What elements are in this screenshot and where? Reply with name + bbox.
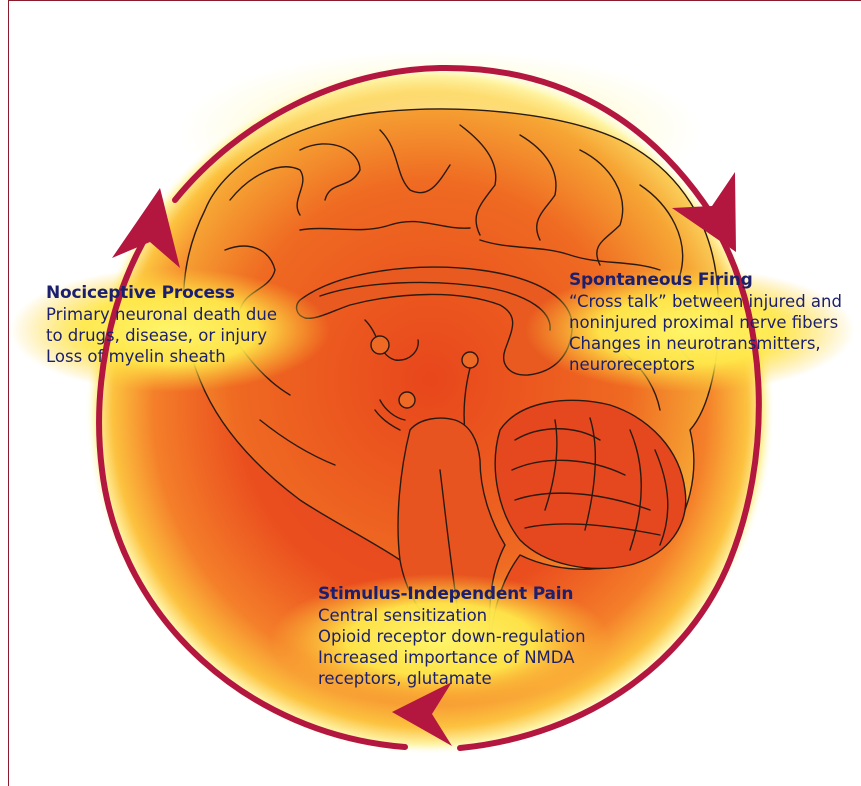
stage-line: Changes in neurotransmitters, — [569, 333, 842, 354]
stage-line: Opioid receptor down-regulation — [318, 626, 586, 647]
stage-spontaneous: Spontaneous Firing “Cross talk” between … — [569, 270, 842, 375]
stage-title: Nociceptive Process — [46, 283, 277, 304]
stage-line: “Cross talk” between injured and — [569, 291, 842, 312]
stage-line: Primary neuronal death due — [46, 304, 277, 325]
stage-line: Loss of myelin sheath — [46, 346, 277, 367]
stage-line: receptors, glutamate — [318, 668, 586, 689]
stage-line: neuroreceptors — [569, 354, 842, 375]
stage-title: Spontaneous Firing — [569, 270, 842, 291]
stage-line: Increased importance of NMDA — [318, 647, 586, 668]
stage-line: noninjured proximal nerve fibers — [569, 312, 842, 333]
stage-nociceptive: Nociceptive Process Primary neuronal dea… — [46, 283, 277, 367]
stage-line: Central sensitization — [318, 605, 586, 626]
stage-line: to drugs, disease, or injury — [46, 325, 277, 346]
stage-title: Stimulus-Independent Pain — [318, 584, 586, 605]
stage-stimulus: Stimulus-Independent Pain Central sensit… — [318, 584, 586, 689]
